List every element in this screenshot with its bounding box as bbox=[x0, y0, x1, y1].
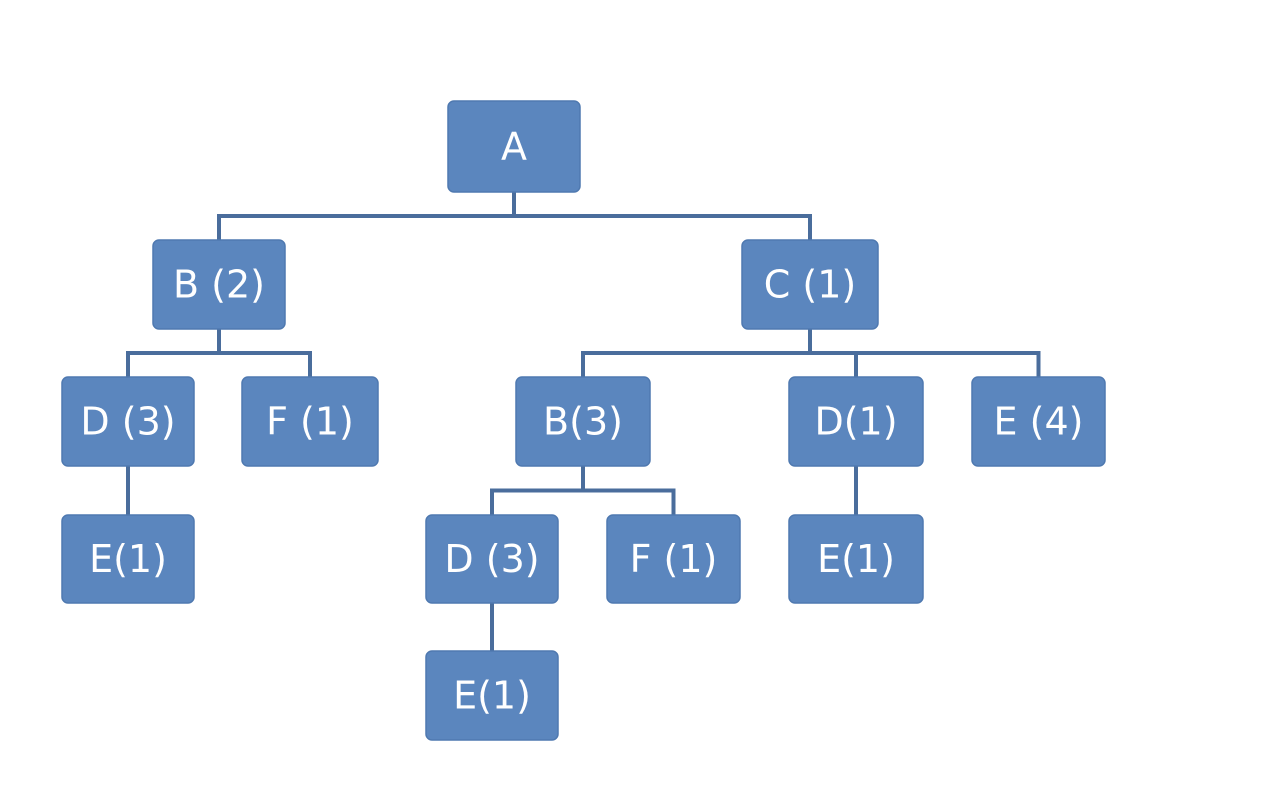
node-box bbox=[61, 376, 195, 467]
tree-node-d-c: D(1) bbox=[788, 376, 924, 467]
tree-node-b-c: B(3) bbox=[515, 376, 651, 467]
node-label: A bbox=[501, 125, 527, 169]
node-box bbox=[447, 100, 581, 193]
tree-node-e-c: E (4) bbox=[971, 376, 1106, 467]
node-label: B(3) bbox=[543, 400, 623, 444]
node-label: D (3) bbox=[80, 400, 175, 444]
connector-b bbox=[126, 327, 312, 379]
tree-node-f-b: F (1) bbox=[241, 376, 379, 467]
node-label: E(1) bbox=[817, 537, 895, 581]
node-label: E(1) bbox=[453, 674, 531, 718]
node-box bbox=[788, 376, 924, 467]
connectors bbox=[126, 190, 1041, 653]
connector-a bbox=[217, 190, 812, 242]
node-label: B (2) bbox=[173, 263, 265, 307]
node-box bbox=[741, 239, 879, 330]
node-label: E (4) bbox=[994, 400, 1084, 444]
node-box bbox=[425, 650, 559, 741]
node-box bbox=[425, 514, 559, 604]
node-label: C (1) bbox=[764, 263, 856, 307]
connector-b-c bbox=[490, 464, 676, 517]
node-box bbox=[515, 376, 651, 467]
nodes: A B (2) C (1) D (3) F (1) B(3) D(1) E (4) E(1) D … bbox=[61, 100, 1106, 741]
tree-node-e-db: E(1) bbox=[61, 514, 195, 604]
tree-node-a: A bbox=[447, 100, 581, 193]
tree-node-b: B (2) bbox=[152, 239, 286, 330]
node-box bbox=[152, 239, 286, 330]
node-label: D (3) bbox=[444, 537, 539, 581]
connector-c bbox=[581, 327, 1041, 379]
node-box bbox=[971, 376, 1106, 467]
node-label: D(1) bbox=[814, 400, 897, 444]
node-box bbox=[606, 514, 741, 604]
node-box bbox=[788, 514, 924, 604]
tree-node-d-b: D (3) bbox=[61, 376, 195, 467]
tree-node-d-bc: D (3) bbox=[425, 514, 559, 604]
tree-node-e-dc: E(1) bbox=[788, 514, 924, 604]
node-label: E(1) bbox=[89, 537, 167, 581]
node-label: F (1) bbox=[630, 537, 718, 581]
tree-node-e-dbc: E(1) bbox=[425, 650, 559, 741]
tree-node-f-bc: F (1) bbox=[606, 514, 741, 604]
node-box bbox=[241, 376, 379, 467]
tree-node-c: C (1) bbox=[741, 239, 879, 330]
node-box bbox=[61, 514, 195, 604]
node-label: F (1) bbox=[266, 400, 354, 444]
